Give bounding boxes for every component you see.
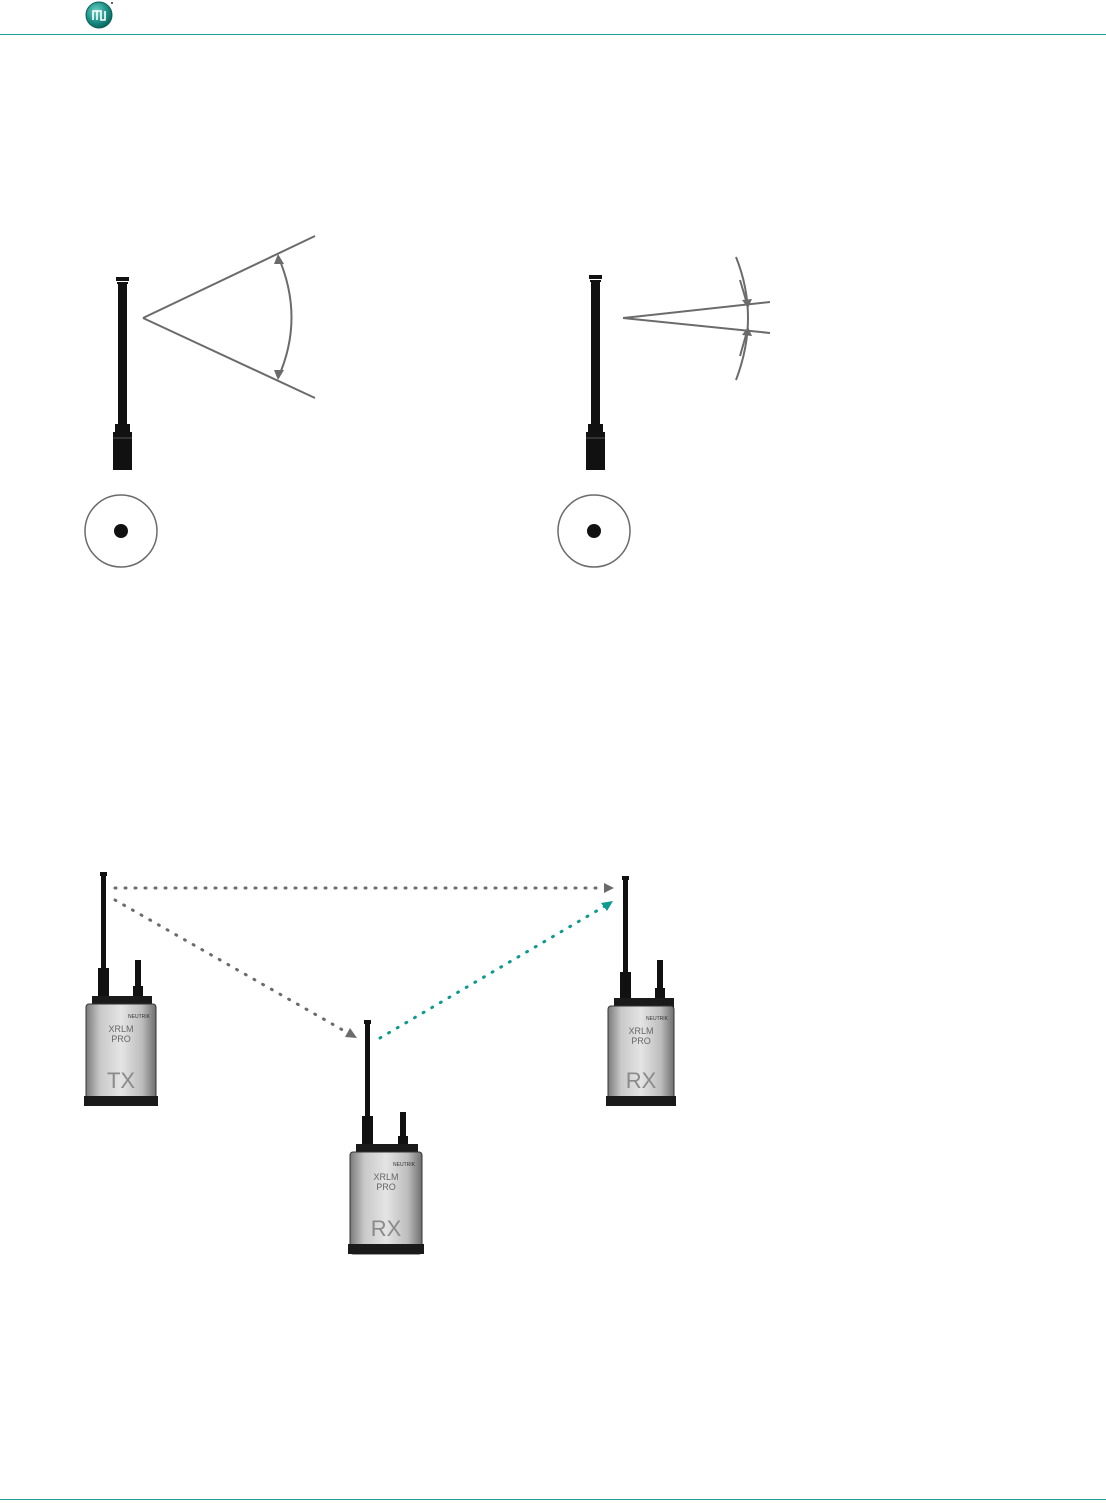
device-model-line2: PRO — [376, 1182, 396, 1192]
neutrik-logo-icon — [84, 0, 116, 32]
direct-link-tx-rx — [115, 883, 614, 893]
device-role-label: TX — [107, 1068, 135, 1093]
device-role-label: RX — [371, 1216, 402, 1241]
device-model-line2: PRO — [111, 1034, 131, 1044]
narrow-beam-angle — [623, 257, 770, 380]
wide-beam-angle — [143, 236, 315, 398]
relay-diagram-figure: NEUTRIK XRLM PRO TX NEUTRIK XRLM PRO RX — [0, 860, 1106, 1260]
device-brand: NEUTRIK — [393, 1162, 416, 1168]
device-role-label: RX — [626, 1068, 657, 1093]
device-brand: NEUTRIK — [646, 1016, 669, 1022]
device-brand: NEUTRIK — [128, 1014, 151, 1020]
header-rule — [0, 34, 1106, 35]
omni-antenna-icon — [586, 275, 605, 470]
omni-polar-pattern-icon — [85, 495, 157, 567]
xrlm-pro-tx-device: NEUTRIK XRLM PRO TX — [84, 872, 158, 1106]
xrlm-pro-rx-device: NEUTRIK XRLM PRO RX — [606, 876, 676, 1106]
omni-polar-pattern-icon — [558, 495, 630, 567]
device-model-line1: XRLM — [108, 1024, 133, 1034]
relay-link-rx-rx — [380, 901, 613, 1038]
device-model-line1: XRLM — [628, 1026, 653, 1036]
device-model-line1: XRLM — [373, 1172, 398, 1182]
page-header — [0, 0, 1106, 36]
omni-antenna-icon — [113, 277, 132, 470]
device-model-line2: PRO — [631, 1036, 651, 1046]
footer-rule — [0, 1499, 1106, 1500]
xrlm-pro-rx-relay-device: NEUTRIK XRLM PRO RX — [348, 1020, 424, 1254]
antenna-pattern-figure — [0, 220, 1106, 580]
